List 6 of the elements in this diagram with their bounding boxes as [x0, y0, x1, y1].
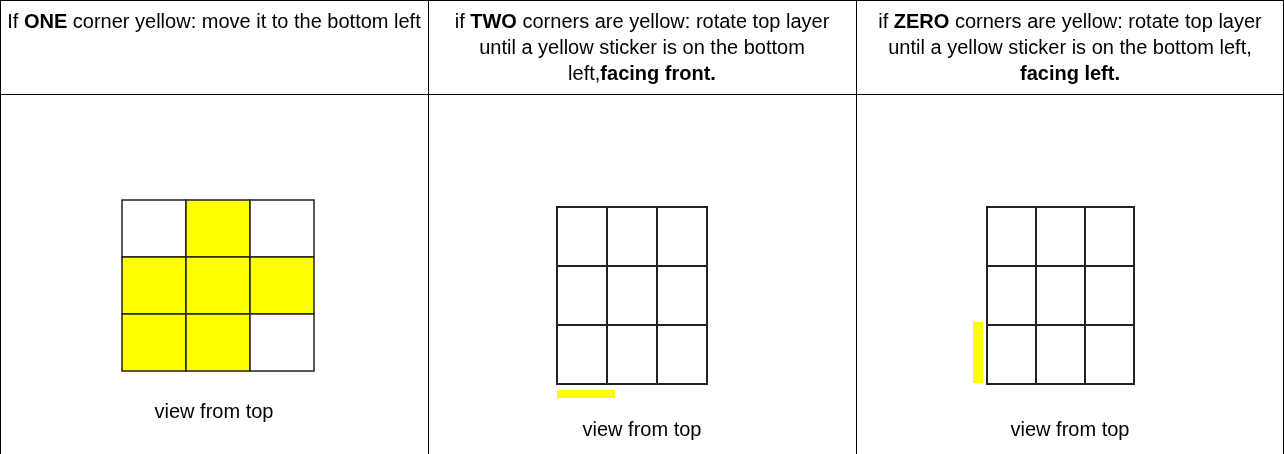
instruction-text: if TWO corners are yellow: rotate top layer until a yellow sticker is on the bottom left,facing front. [453, 9, 831, 86]
instruction-text: If ONE corner yellow: move it to the bottom left [6, 9, 422, 34]
caption: view from top [153, 399, 275, 424]
caption: view from top [581, 417, 703, 442]
instruction-text: if ZERO corners are yellow: rotate top layer until a yellow sticker is on the bottom left, facing left. [877, 9, 1263, 86]
caption: view from top [1009, 417, 1131, 442]
